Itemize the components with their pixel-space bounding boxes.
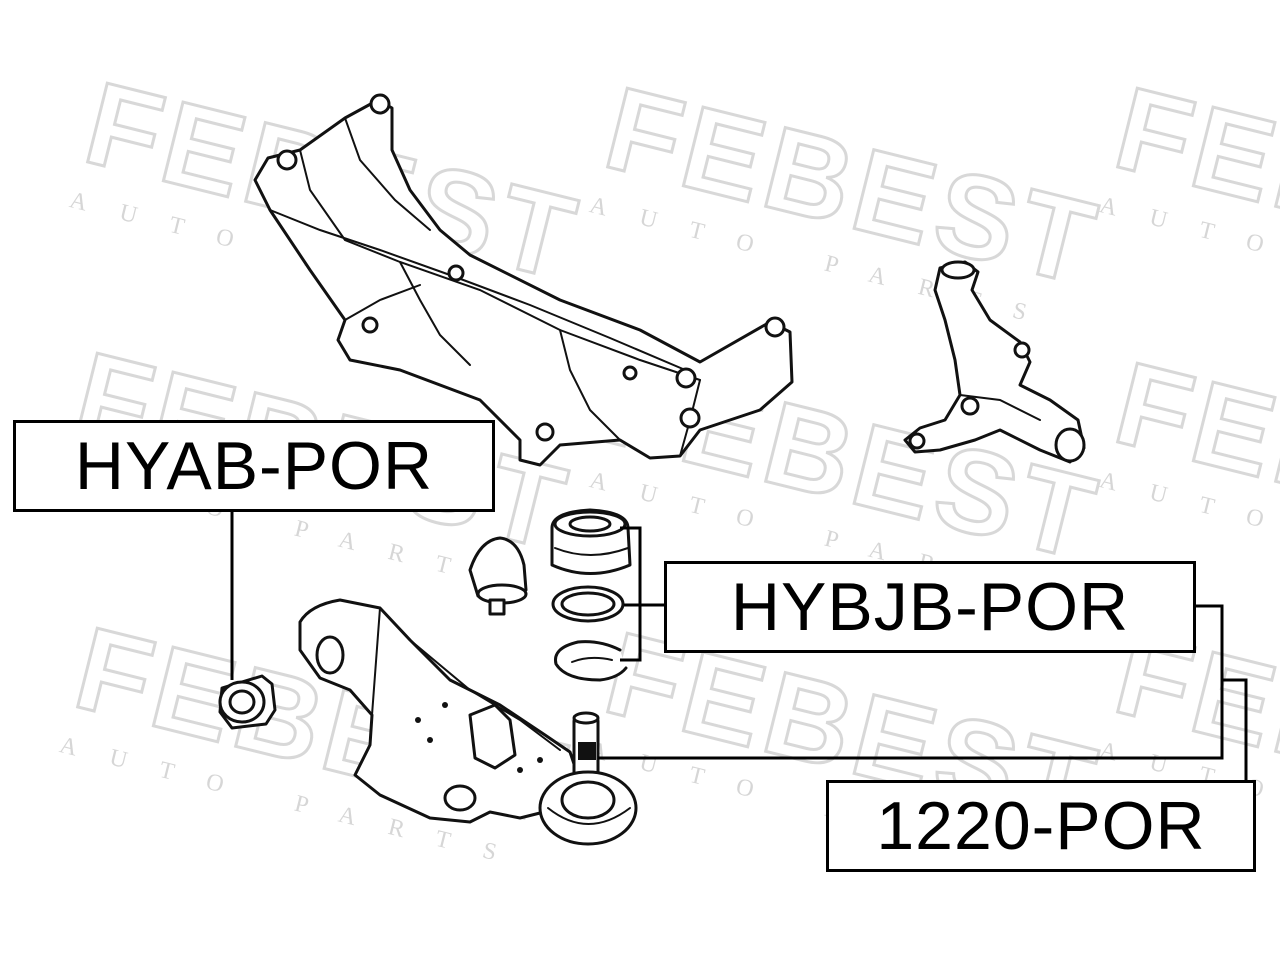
ball-joint-icon [538,711,638,846]
bump-stop-icon [468,536,528,616]
control-arm-icon [298,598,582,824]
leader-lines [230,512,1248,780]
part-label-1220[interactable]: 1220-POR [826,780,1256,872]
ball-joint-boot-icon [550,508,632,575]
watermark-brand: FEBEST [1104,337,1280,586]
knuckle-icon [903,260,1086,464]
retaining-ring-icon [551,585,625,623]
part-label-hybjb[interactable]: HYBJB-POR [664,561,1196,653]
part-label-hyab[interactable]: HYAB-POR [13,420,495,512]
snap-ring-icon [553,640,628,682]
watermark-brand: FEBEST [1104,62,1280,311]
arm-bushing-icon [218,674,277,730]
subframe-icon [253,93,794,467]
